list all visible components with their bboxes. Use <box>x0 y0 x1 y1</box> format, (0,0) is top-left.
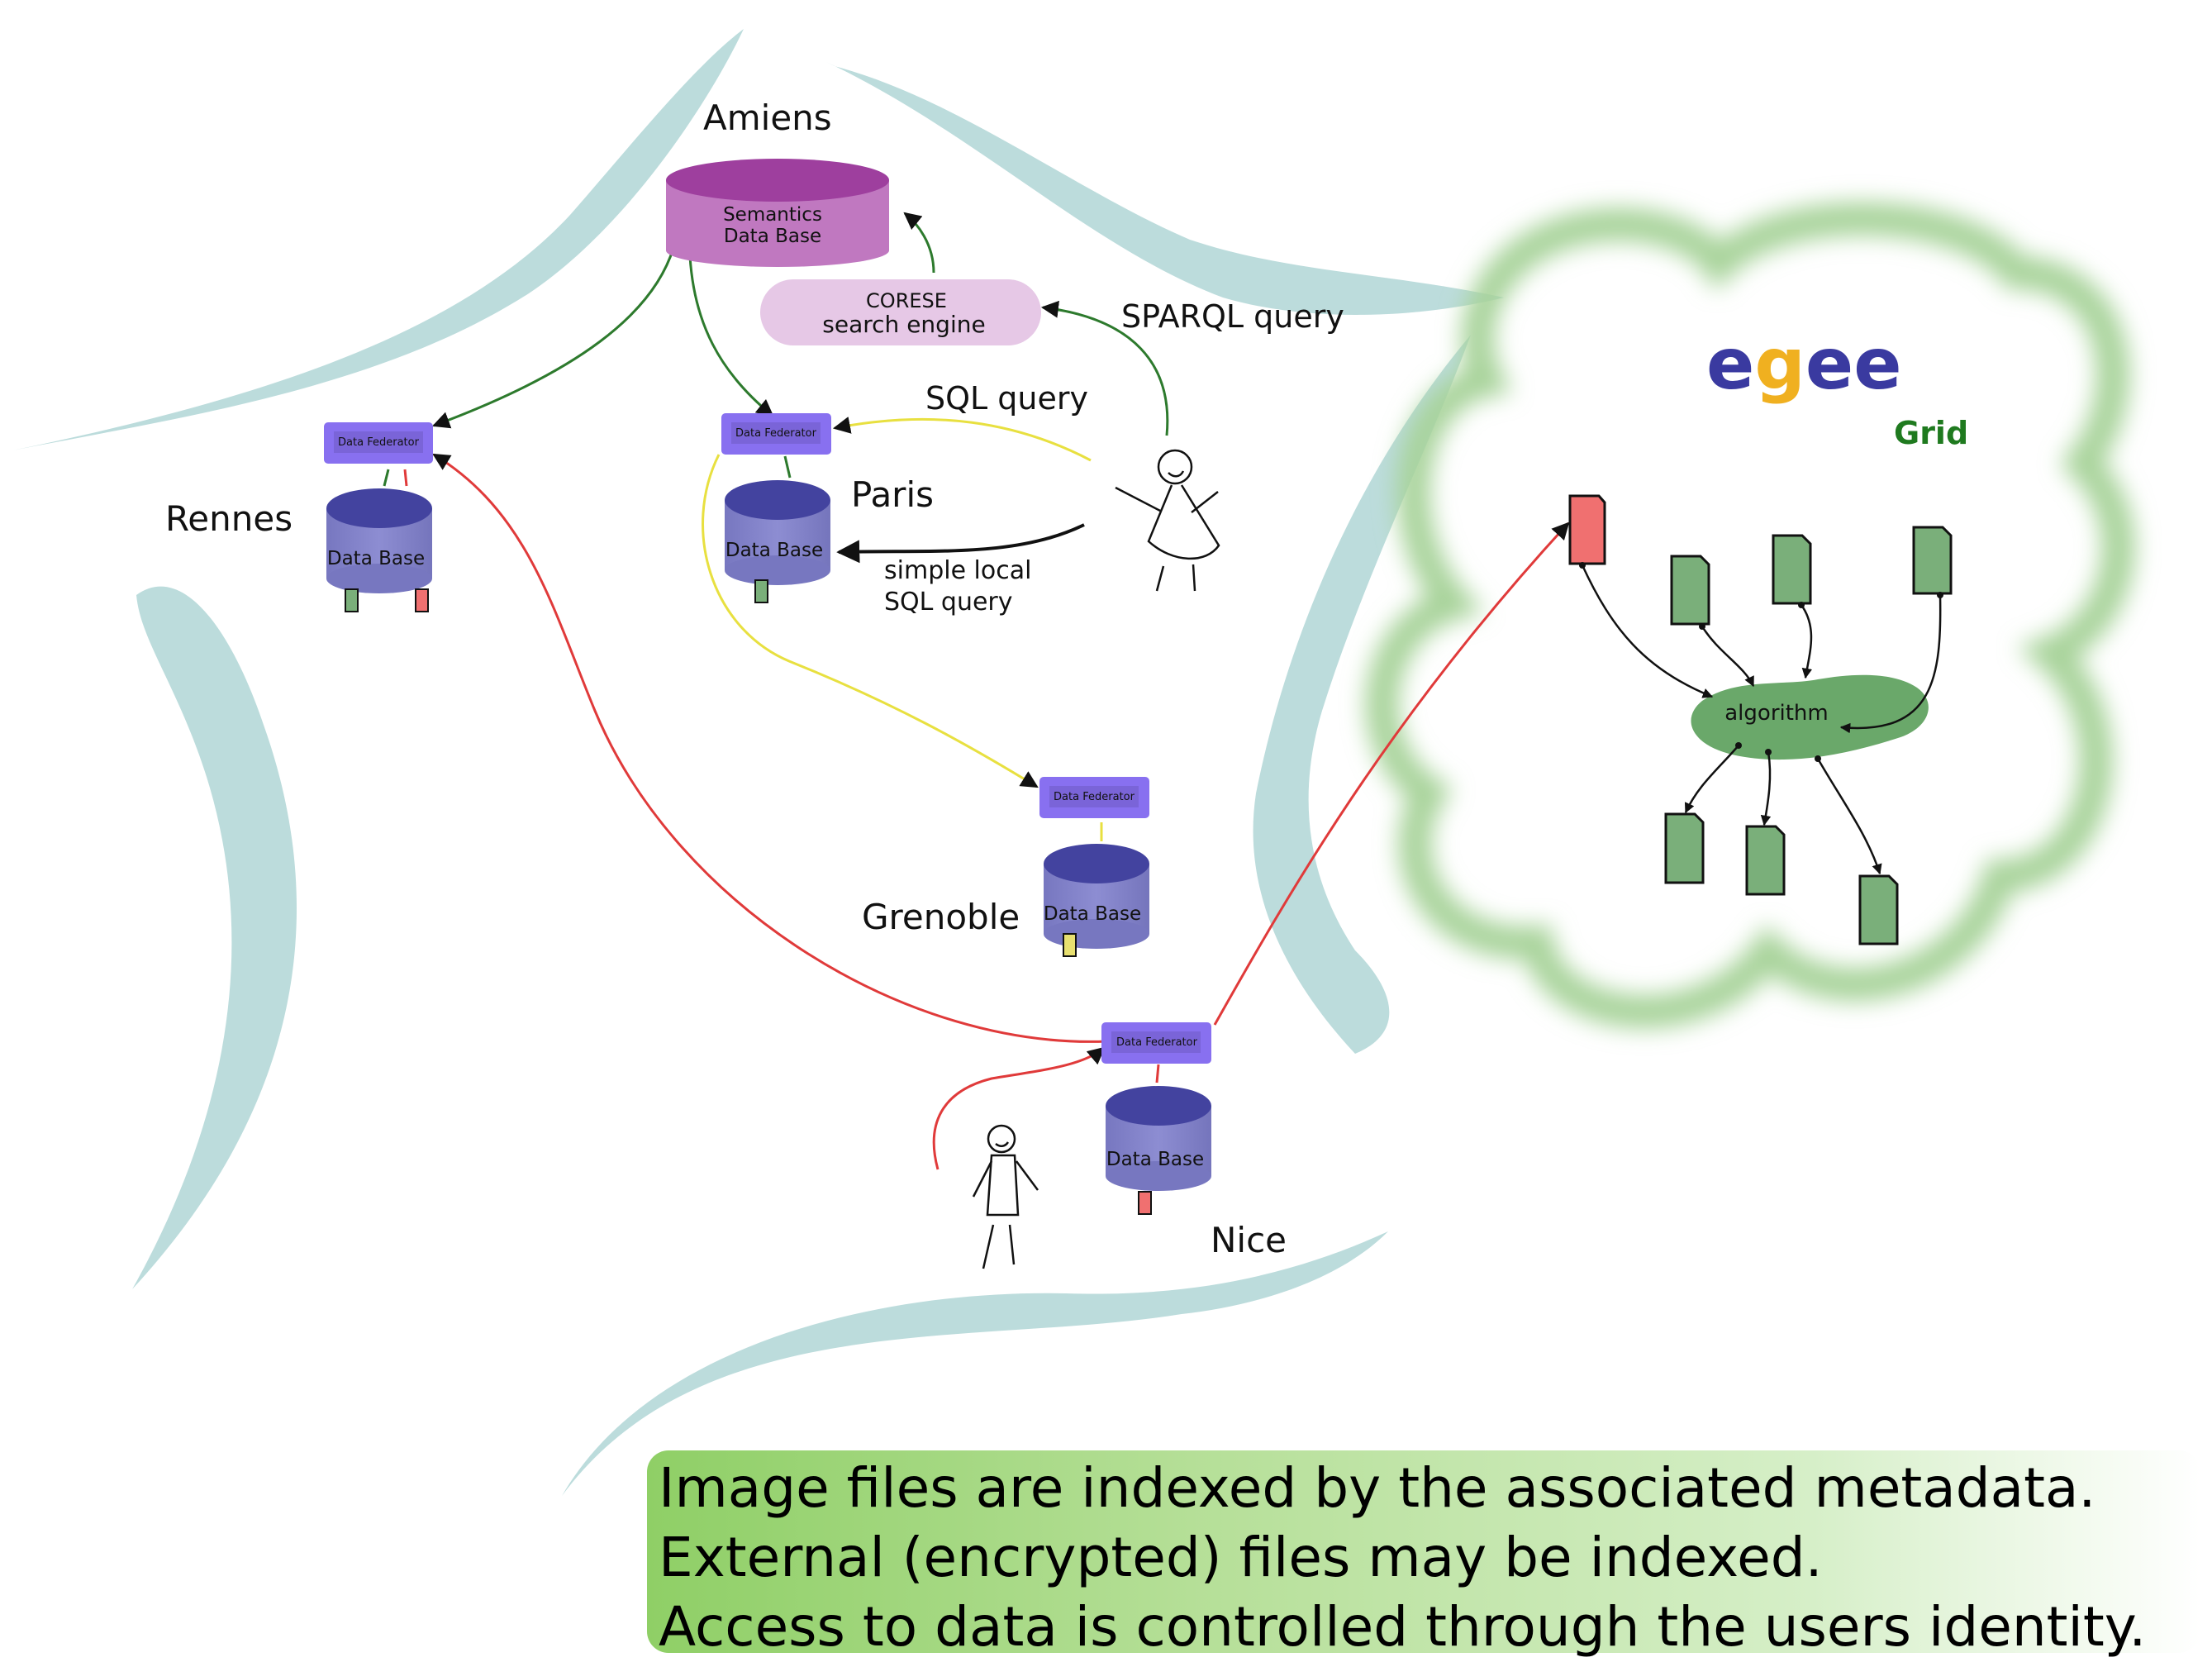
federator-label: Data Federator <box>1054 791 1135 803</box>
file-icon <box>1664 812 1705 884</box>
file-icon <box>345 588 359 612</box>
sql-query-label: SQL query <box>925 380 1088 417</box>
caption-line2: External (encrypted) files may be indexe… <box>659 1526 1823 1589</box>
file-icon <box>415 588 429 612</box>
algorithm-node: algorithm <box>1691 674 1929 760</box>
database-label: Data Base <box>1044 903 1141 925</box>
semantics-database: Semantics Data Base <box>666 159 889 267</box>
grid-label: Grid <box>1894 415 1968 451</box>
grid-arrows <box>1579 562 1943 875</box>
database-rennes: Data Base <box>326 488 432 612</box>
local-query-line1: simple local <box>884 556 1031 585</box>
federator-label: Data Federator <box>735 427 817 440</box>
city-amiens: Amiens <box>703 98 832 138</box>
semantics-db-line2: Data Base <box>724 226 821 247</box>
federator-label: Data Federator <box>1116 1036 1198 1049</box>
federator-rennes: Data Federator <box>324 422 433 464</box>
france-outline <box>12 29 1504 1496</box>
file-icon <box>1568 494 1606 565</box>
caption-line3: Access to data is controlled through the… <box>659 1595 2147 1659</box>
file-icon <box>1745 825 1786 896</box>
corese-engine: CORESE search engine <box>760 279 1041 345</box>
connections <box>383 212 1570 1170</box>
semantics-db-line1: Semantics <box>723 204 822 226</box>
grid-cloud <box>1365 202 2135 1029</box>
egee-logo: egee <box>1706 323 1902 406</box>
database-label: Data Base <box>327 548 425 569</box>
file-icon <box>1063 933 1077 957</box>
federator-grenoble: Data Federator <box>1039 777 1149 818</box>
file-icon <box>1138 1191 1152 1215</box>
database-nice: Data Base <box>1106 1086 1211 1215</box>
city-grenoble: Grenoble <box>862 897 1020 937</box>
corese-line2: search engine <box>822 311 985 338</box>
algorithm-label: algorithm <box>1724 701 1828 726</box>
file-icon <box>754 579 768 603</box>
database-grenoble: Data Base <box>1044 844 1149 957</box>
city-rennes: Rennes <box>165 498 293 539</box>
file-icon <box>1670 555 1710 626</box>
federator-paris: Data Federator <box>721 413 831 455</box>
federator-nice: Data Federator <box>1101 1022 1211 1064</box>
file-icon <box>1858 874 1899 945</box>
egee-logo-text: egee <box>1706 323 1902 406</box>
caption-box: Image files are indexed by the associate… <box>647 1450 2200 1659</box>
database-label: Data Base <box>1106 1149 1204 1170</box>
file-icon <box>1772 534 1812 605</box>
local-query-line2: SQL query <box>884 588 1013 617</box>
caption-line1: Image files are indexed by the associate… <box>659 1456 2096 1520</box>
city-paris: Paris <box>851 474 934 515</box>
sparql-query-label: SPARQL query <box>1121 298 1344 335</box>
corese-line1: CORESE <box>866 289 947 312</box>
city-nice: Nice <box>1211 1220 1287 1260</box>
database-paris: Data Base <box>725 480 830 603</box>
federator-label: Data Federator <box>338 436 420 449</box>
user-figure-nice <box>972 1124 1039 1269</box>
user-figure-paris <box>1115 449 1220 592</box>
database-label: Data Base <box>725 540 823 561</box>
file-icon <box>1912 526 1953 595</box>
